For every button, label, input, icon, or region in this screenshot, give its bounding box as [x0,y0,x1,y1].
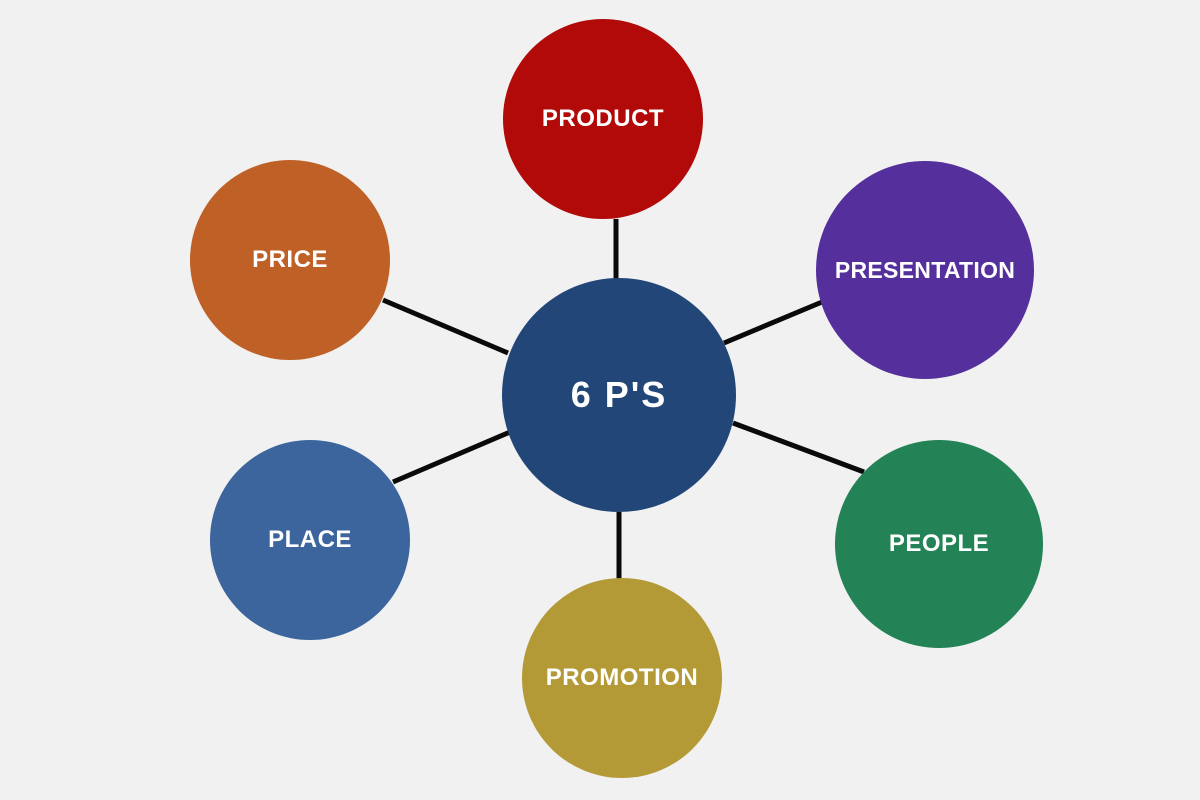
connector-price [382,297,509,356]
node-promotion: PROMOTION [522,578,722,778]
node-price: PRICE [190,160,390,360]
hub-label: 6 P'S [570,374,668,415]
connector-presentation [723,299,823,346]
node-promotion-label: PROMOTION [545,664,699,691]
node-product: PRODUCT [503,19,703,219]
connector-place [392,429,511,485]
node-presentation-label: PRESENTATION [834,256,1016,283]
node-place: PLACE [210,440,410,640]
node-people: PEOPLE [835,440,1043,648]
node-presentation: PRESENTATION [816,161,1034,379]
node-price-label: PRICE [252,246,328,273]
connector-people [732,420,865,475]
node-people-label: PEOPLE [888,530,990,557]
node-place-label: PLACE [268,526,352,553]
node-product-label: PRODUCT [541,105,665,132]
hub-circle-6ps: 6 P'S [502,278,736,512]
